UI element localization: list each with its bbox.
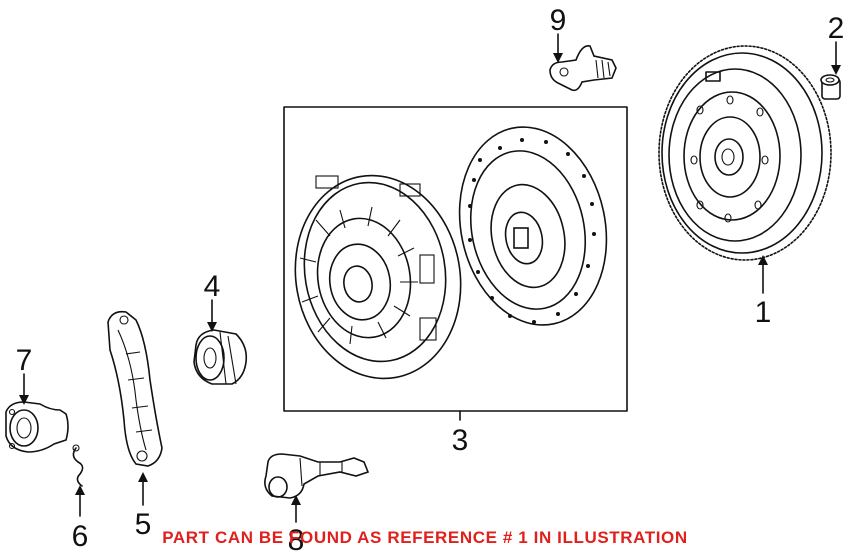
reference-note: PART CAN BE FOUND AS REFERENCE # 1 IN IL…	[162, 528, 688, 547]
callout-2: 2	[828, 12, 845, 45]
slave-cylinder-part[interactable]	[5, 401, 69, 453]
pressure-plate-part[interactable]	[280, 162, 477, 391]
callout-3: 3	[452, 424, 469, 457]
flywheel-part[interactable]	[658, 45, 832, 261]
clutch-disc-part[interactable]	[442, 113, 624, 339]
clutch-cylinder-part[interactable]	[264, 453, 370, 499]
sensor-part[interactable]	[549, 44, 617, 92]
callout-9: 9	[550, 4, 567, 37]
release-fork-part[interactable]	[107, 310, 163, 467]
callout-7: 7	[16, 344, 33, 377]
callout-1: 1	[755, 296, 772, 329]
callout-6: 6	[72, 520, 89, 553]
callout-8: 8	[288, 524, 305, 557]
callout-4: 4	[204, 270, 221, 303]
clutch-kit-box	[283, 106, 628, 412]
callout-5: 5	[135, 508, 152, 541]
bushing-part[interactable]	[820, 74, 841, 100]
release-bearing-part[interactable]	[193, 329, 248, 385]
retaining-clip-part[interactable]	[72, 444, 84, 487]
